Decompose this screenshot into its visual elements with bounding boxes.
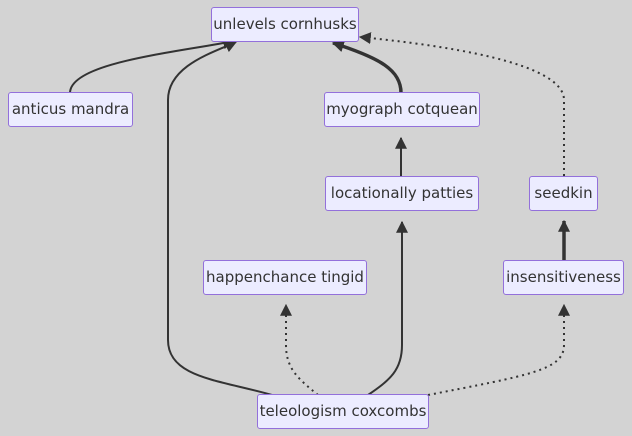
edge-teleologism-coxcombs-to-unlevels-cornhusks	[167, 41, 273, 396]
edge-seedkin-to-unlevels-cornhusks	[358, 32, 565, 176]
node-happenchance-tingid: happenchance tingid	[203, 260, 367, 295]
node-anticus-mandra: anticus mandra	[8, 92, 133, 127]
node-unlevels-cornhusks: unlevels cornhusks	[211, 7, 359, 42]
edge-teleologism-coxcombs-to-happenchance-tingid	[280, 303, 319, 396]
edge-anticus-mandra-to-unlevels-cornhusks	[69, 37, 236, 94]
edge-teleologism-coxcombs-to-insensitiveness	[427, 303, 570, 396]
node-teleologism-coxcombs: teleologism coxcombs	[257, 394, 429, 429]
node-insensitiveness: insensitiveness	[503, 260, 624, 295]
edge-myograph-cotquean-to-unlevels-cornhusks	[331, 40, 403, 94]
node-locationally-patties: locationally patties	[325, 176, 479, 211]
node-seedkin: seedkin	[529, 176, 598, 211]
edge-teleologism-coxcombs-to-locationally-patties	[367, 220, 408, 396]
node-myograph-cotquean: myograph cotquean	[324, 92, 480, 127]
